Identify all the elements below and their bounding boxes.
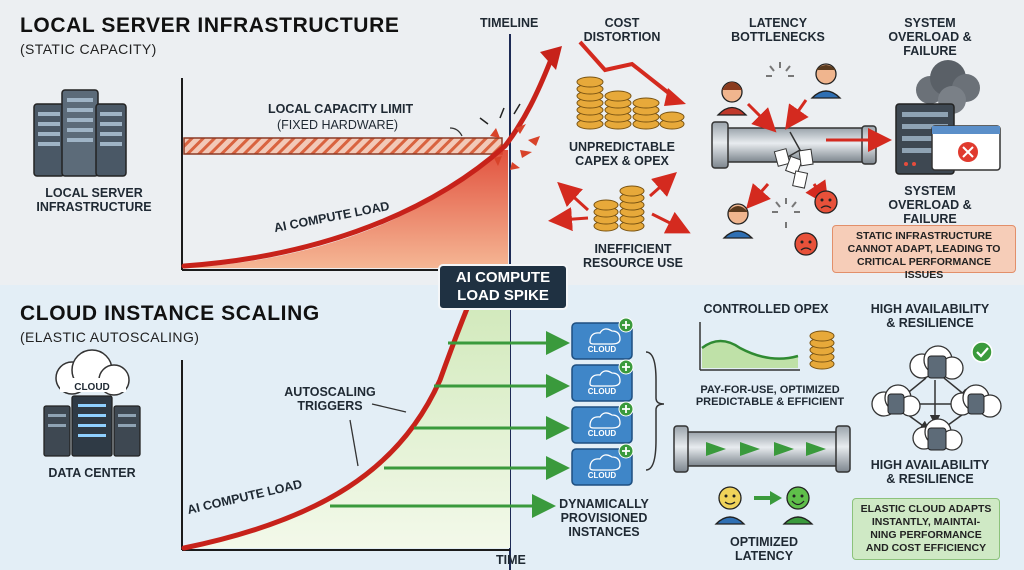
top-title: LOCAL SERVER INFRASTRUCTURE bbox=[20, 14, 400, 37]
person-woman-top bbox=[716, 81, 748, 116]
local-server-icon bbox=[33, 89, 127, 177]
data-center-label: DATA CENTER bbox=[48, 466, 136, 480]
error-window-icon bbox=[931, 125, 1001, 171]
timeline-label: TIMELINE bbox=[480, 16, 539, 30]
cost-zigzag-arrow bbox=[578, 40, 677, 100]
capacity-pointer bbox=[449, 127, 463, 137]
top-load-curve bbox=[181, 59, 553, 269]
smoke-cloud bbox=[916, 60, 980, 114]
person-man-bottom-left bbox=[722, 203, 754, 239]
provisioned-instances-label: DYNAMICALLY PROVISIONED INSTANCES bbox=[559, 497, 649, 539]
bottom-title: CLOUD INSTANCE SCALING bbox=[20, 302, 320, 325]
elastic-cloud-note: ELASTIC CLOUD ADAPTS INSTANTLY, MAINTAI-… bbox=[852, 498, 1000, 560]
static-infrastructure-note: STATIC INFRASTRUCTURE CANNOT ADAPT, LEAD… bbox=[832, 225, 1016, 281]
spike-badge: AI COMPUTE LOAD SPIKE bbox=[438, 264, 568, 310]
document-pile bbox=[773, 148, 814, 189]
ha-title: HIGH AVAILABILITY & RESILIENCE bbox=[870, 302, 990, 330]
instance-label-1: CLOUD bbox=[587, 345, 617, 354]
coin-stacks-resource bbox=[593, 185, 645, 232]
happy-face-icon bbox=[782, 486, 814, 525]
autoscaling-arrows bbox=[330, 331, 570, 518]
latency-arrows bbox=[746, 99, 892, 210]
cost-distortion-title: COST DISTORTION bbox=[583, 16, 661, 44]
check-icon bbox=[971, 341, 993, 363]
data-center-icon bbox=[43, 349, 141, 457]
controlled-opex-title: CONTROLLED OPEX bbox=[703, 302, 829, 316]
capacity-break-burst bbox=[490, 124, 540, 170]
latency-bottlenecks-title: LATENCY BOTTLENECKS bbox=[731, 16, 825, 44]
cloud-instances bbox=[571, 317, 634, 486]
trigger-pointers bbox=[349, 403, 407, 467]
time-label: TIME bbox=[496, 553, 526, 567]
top-load-arrowhead bbox=[540, 46, 562, 70]
burst-lines bbox=[479, 103, 521, 125]
instance-label-2: CLOUD bbox=[587, 387, 617, 396]
instances-brace bbox=[645, 351, 665, 471]
optimized-latency-label: OPTIMIZED LATENCY bbox=[729, 535, 799, 563]
ha-label: HIGH AVAILABILITY & RESILIENCE bbox=[870, 458, 990, 486]
inefficient-resource-label: INEFFICIENT RESOURCE USE bbox=[582, 242, 684, 270]
top-subtitle: (STATIC CAPACITY) bbox=[20, 41, 157, 57]
instance-label-4: CLOUD bbox=[587, 471, 617, 480]
local-server-label: LOCAL SERVER INFRASTRUCTURE bbox=[36, 186, 152, 214]
cloud-badge-label: CLOUD bbox=[74, 382, 110, 393]
autoscaling-triggers-label: AUTOSCALING TRIGGERS bbox=[284, 385, 376, 413]
top-load-area bbox=[184, 150, 508, 268]
loading-spinner-top bbox=[766, 62, 794, 77]
scatter-arrows bbox=[548, 172, 691, 234]
capacity-limit-sublabel: (FIXED HARDWARE) bbox=[277, 118, 399, 132]
overload-label: SYSTEM OVERLOAD & FAILURE bbox=[888, 184, 972, 226]
coin-stacks-top bbox=[576, 76, 685, 130]
optimized-pipe bbox=[673, 425, 851, 473]
neutral-face-icon bbox=[714, 486, 746, 525]
ha-nodes bbox=[871, 345, 1002, 451]
frustrated-face-icon bbox=[794, 232, 818, 256]
opex-label: PAY-FOR-USE, OPTIMIZED PREDICTABLE & EFF… bbox=[695, 384, 845, 409]
coin-stack-opex bbox=[809, 330, 835, 370]
bottom-subtitle: (ELASTIC AUTOSCALING) bbox=[20, 329, 200, 345]
loading-spinner-bottom bbox=[772, 198, 800, 228]
person-man-top bbox=[810, 63, 842, 99]
opex-mini-chart bbox=[699, 322, 800, 371]
bottom-load-area bbox=[184, 285, 510, 548]
capex-opex-label: UNPREDICTABLE CAPEX & OPEX bbox=[568, 140, 676, 168]
overload-title: SYSTEM OVERLOAD & FAILURE bbox=[888, 16, 972, 58]
angry-face-icon bbox=[814, 190, 838, 214]
instance-label-3: CLOUD bbox=[587, 429, 617, 438]
capacity-limit-bar bbox=[183, 137, 503, 155]
capacity-limit-label: LOCAL CAPACITY LIMIT bbox=[268, 102, 414, 116]
